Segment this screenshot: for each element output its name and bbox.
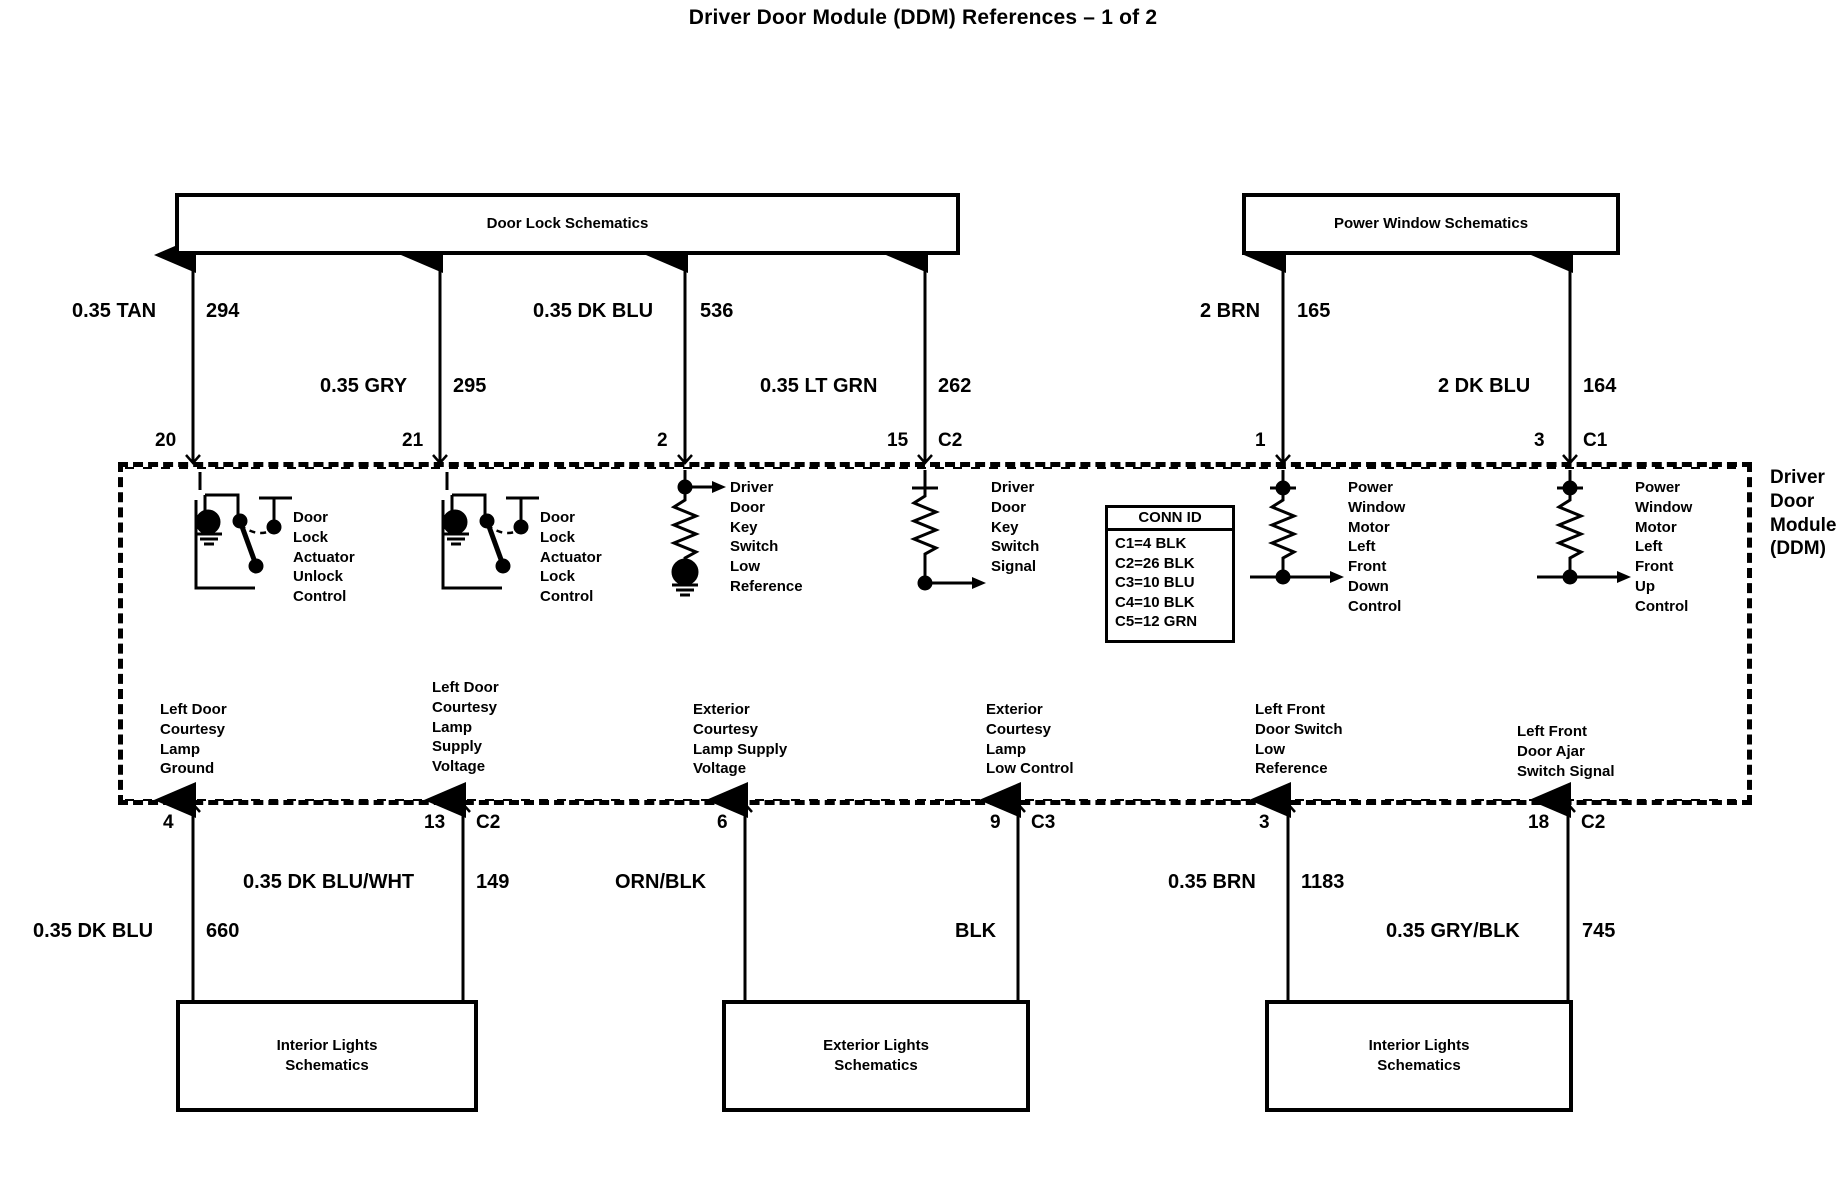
- wire-number-660: 660: [206, 920, 240, 942]
- pin-number-18: 18: [1528, 812, 1550, 833]
- wire-number-164: 164: [1583, 375, 1617, 397]
- ref-box-label: Interior Lights Schematics: [1368, 1036, 1470, 1074]
- conn-id-row: C4=10 BLK: [1115, 593, 1195, 611]
- ref-box-label: Door Lock Schematics: [486, 214, 649, 232]
- ref-box-label: Power Window Schematics: [1333, 214, 1529, 232]
- function-label-exterior-courtesy-lamp-low-control: Exterior Courtesy Lamp Low Control: [986, 701, 1074, 778]
- ref-box-door-lock-schematics[interactable]: Door Lock Schematics: [175, 193, 960, 255]
- component-label-power-window-motor-lf-down-control: Power Window Motor Left Front Down Contr…: [1348, 479, 1406, 615]
- wire-number-295: 295: [453, 375, 487, 397]
- function-label-left-door-courtesy-lamp-supply: Left Door Courtesy Lamp Supply Voltage: [432, 679, 499, 776]
- wire-color-ltgrn-262: 0.35 LT GRN: [760, 375, 878, 397]
- wire-color-gryblk-745: 0.35 GRY/BLK: [1386, 920, 1520, 942]
- function-label-left-front-door-switch-low-reference: Left Front Door Switch Low Reference: [1255, 701, 1343, 778]
- wire-color-ornblk: ORN/BLK: [615, 871, 707, 893]
- wire-number-1183: 1183: [1301, 871, 1345, 893]
- ref-box-interior-lights-schematics-left[interactable]: Interior Lights Schematics: [176, 1000, 478, 1112]
- wire-color-brn-1183: 0.35 BRN: [1168, 871, 1256, 893]
- wire-number-165: 165: [1297, 300, 1331, 322]
- wire-color-tan-294: 0.35 TAN: [72, 300, 157, 322]
- conn-id-header: CONN ID: [1108, 508, 1232, 531]
- ref-box-power-window-schematics[interactable]: Power Window Schematics: [1242, 193, 1620, 255]
- pin-number-1: 1: [1255, 430, 1266, 451]
- wire-color-dkbluwht-149: 0.35 DK BLU/WHT: [243, 871, 415, 893]
- pin-number-21: 21: [402, 430, 424, 451]
- ref-box-exterior-lights-schematics[interactable]: Exterior Lights Schematics: [722, 1000, 1030, 1112]
- wire-number-149: 149: [476, 871, 510, 893]
- driver-door-module-boundary: [118, 462, 1752, 805]
- function-label-exterior-courtesy-lamp-supply: Exterior Courtesy Lamp Supply Voltage: [693, 701, 788, 778]
- wire-number-536: 536: [700, 300, 734, 322]
- wire-color-dkblu-164: 2 DK BLU: [1438, 375, 1531, 397]
- wire-color-gry-295: 0.35 GRY: [320, 375, 408, 397]
- pin-number-2: 2: [657, 430, 668, 451]
- connector-label-c2-bottom-right: C2: [1581, 812, 1606, 833]
- wire-color-dkblu-660: 0.35 DK BLU: [33, 920, 154, 942]
- conn-id-row: C5=12 GRN: [1115, 613, 1198, 630]
- connector-label-c1-top: C1: [1583, 430, 1608, 451]
- connector-label-c2-bottom-left: C2: [476, 812, 501, 833]
- wire-color-dkblu-536: 0.35 DK BLU: [533, 300, 654, 322]
- component-label-power-window-motor-lf-up-control: Power Window Motor Left Front Up Control: [1635, 479, 1693, 615]
- conn-id-table: CONN ID C1=4 BLK C2=26 BLK C3=10 BLU C4=…: [1105, 505, 1235, 643]
- conn-id-row: C1=4 BLK: [1115, 535, 1187, 552]
- wire-color-blk: BLK: [955, 920, 997, 942]
- function-label-left-front-door-ajar-switch-signal: Left Front Door Ajar Switch Signal: [1517, 723, 1615, 780]
- connector-label-c3-bottom: C3: [1031, 812, 1056, 833]
- wire-number-262: 262: [938, 375, 972, 397]
- page-title: Driver Door Module (DDM) References – 1 …: [688, 6, 1158, 29]
- ref-box-label: Interior Lights Schematics: [276, 1036, 378, 1074]
- pin-number-3-top: 3: [1534, 430, 1545, 451]
- component-label-driver-door-key-switch-signal: Driver Door Key Switch Signal: [991, 479, 1040, 576]
- conn-id-row: C3=10 BLU: [1115, 574, 1195, 591]
- pin-number-15: 15: [887, 430, 909, 451]
- wire-color-brn-165: 2 BRN: [1200, 300, 1261, 322]
- wire-number-294: 294: [206, 300, 240, 322]
- ref-box-interior-lights-schematics-right[interactable]: Interior Lights Schematics: [1265, 1000, 1573, 1112]
- pin-number-4: 4: [163, 812, 174, 833]
- component-label-door-lock-actuator-unlock: Door Lock Actuator Unlock Control: [293, 509, 355, 606]
- driver-door-module-label: Driver Door Module (DDM): [1770, 467, 1837, 560]
- conn-id-row: C2=26 BLK: [1115, 554, 1195, 572]
- pin-number-9: 9: [990, 812, 1001, 833]
- pin-number-20: 20: [155, 430, 177, 451]
- component-label-door-lock-actuator-lock: Door Lock Actuator Lock Control: [540, 509, 602, 606]
- pin-number-13: 13: [424, 812, 446, 833]
- component-label-driver-door-key-switch-low-reference: Driver Door Key Switch Low Reference: [730, 479, 803, 595]
- pin-number-6: 6: [717, 812, 728, 833]
- pin-number-3-bottom: 3: [1259, 812, 1270, 833]
- function-label-left-door-courtesy-lamp-ground: Left Door Courtesy Lamp Ground: [160, 701, 227, 778]
- wire-number-745: 745: [1582, 920, 1616, 942]
- ref-box-label: Exterior Lights Schematics: [823, 1036, 929, 1074]
- connector-label-c2-top: C2: [938, 430, 963, 451]
